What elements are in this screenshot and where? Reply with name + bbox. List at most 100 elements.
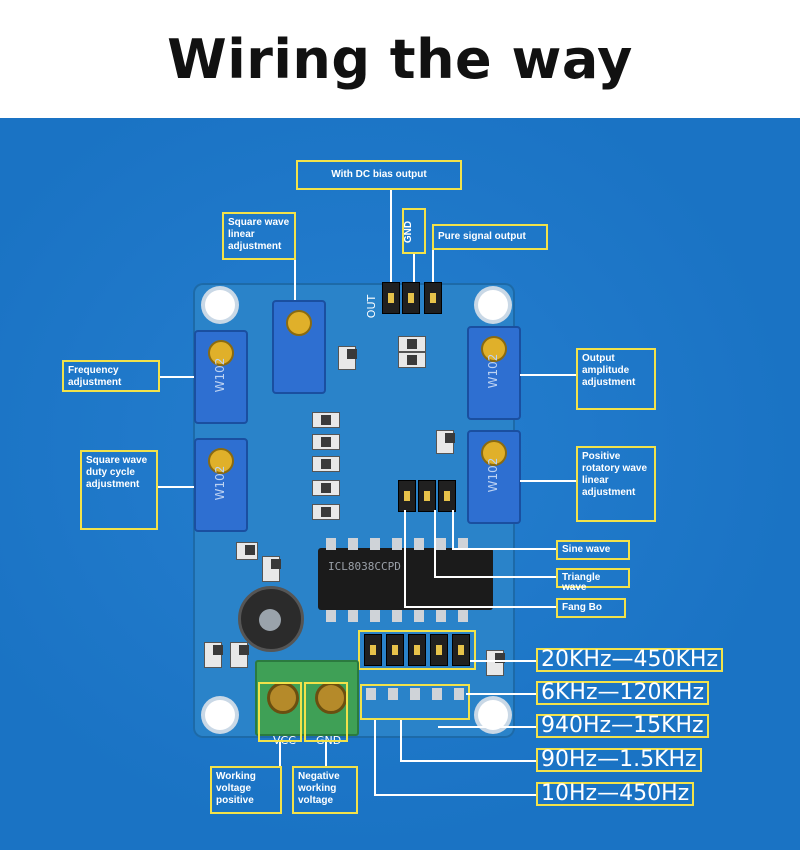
square-linear-label: Square wave linear adjustment <box>222 212 296 260</box>
wave-select-pin <box>418 480 436 512</box>
mount-hole-top-right <box>478 290 508 320</box>
pot-label: W102 <box>213 465 227 501</box>
chip-pin <box>414 610 424 622</box>
negative-working-label: Negative working voltage <box>292 766 358 814</box>
electrolytic-capacitor <box>238 586 304 652</box>
triangle-wave-label: Triangle wave <box>556 568 630 593</box>
smd-component <box>486 650 505 676</box>
freq-jumper <box>452 634 470 666</box>
freq-range-4: 90Hz—1.5KHz <box>536 748 702 772</box>
freq-jumper <box>408 634 426 666</box>
pot-label: W102 <box>486 353 500 389</box>
freq-range-5-vline <box>374 720 376 796</box>
smd-capacitor <box>398 352 426 368</box>
mount-hole-bottom-left <box>205 700 235 730</box>
smd-component <box>204 642 223 668</box>
fangbo-label: Fang Bo <box>556 598 626 618</box>
sine-wave-label: Sine wave <box>556 540 630 560</box>
freq-range-1-line <box>470 660 536 662</box>
freq-jumper-highlight <box>358 630 476 670</box>
smd-resistor <box>312 504 340 520</box>
smd-component <box>230 642 249 668</box>
chip-pin <box>348 538 358 550</box>
smd-component <box>236 542 258 560</box>
frequency-line <box>160 376 194 378</box>
freq-pin <box>388 688 398 700</box>
freq-range-2: 6KHz—120KHz <box>536 681 710 705</box>
screw-icon <box>286 310 312 336</box>
output-amplitude-label: Output amplitude adjustment <box>576 348 656 410</box>
freq-jumper <box>430 634 448 666</box>
chip-pin <box>436 538 446 550</box>
smd-resistor <box>312 480 340 496</box>
pure-signal-line <box>432 250 434 282</box>
positive-rotatory-line <box>520 480 576 482</box>
freq-jumper <box>386 634 404 666</box>
chip-pin <box>392 610 402 622</box>
frequency-pot: W102 <box>194 330 248 424</box>
smd-component <box>338 346 357 370</box>
pot-label: W102 <box>213 357 227 393</box>
pure-signal-label: Pure signal output <box>432 224 548 250</box>
screw-icon <box>481 440 507 466</box>
working-voltage-label: Working voltage positive <box>210 766 282 814</box>
freq-range-3: 940Hz—15KHz <box>536 714 709 738</box>
square-linear-pot <box>272 300 326 394</box>
freq-pin-highlight <box>360 684 470 720</box>
gnd-pin-text: GND <box>403 220 415 244</box>
freq-pin <box>454 688 464 700</box>
smd-resistor <box>312 434 340 450</box>
freq-range-4-vline <box>400 720 402 762</box>
chip-pin <box>458 610 468 622</box>
freq-pin <box>432 688 442 700</box>
freq-range-1: 20KHz—450KHz <box>536 648 724 672</box>
screw-icon <box>481 336 507 362</box>
fangbo-vline <box>404 510 406 608</box>
chip-pin <box>326 610 336 622</box>
rotatory-pot: W102 <box>467 430 521 524</box>
dc-bias-label: With DC bias output <box>296 160 462 190</box>
freq-range-4-line <box>400 760 536 762</box>
triangle-wave-line <box>434 576 556 578</box>
triangle-wave-vline <box>434 510 436 578</box>
gnd-line <box>413 254 415 282</box>
freq-pin <box>366 688 376 700</box>
fangbo-line <box>404 606 556 608</box>
freq-range-5: 10Hz—450Hz <box>536 782 695 806</box>
page-title: Wiring the way <box>167 28 633 91</box>
wave-select-pin <box>398 480 416 512</box>
gnd-pin-label: GND <box>402 208 426 254</box>
vcc-highlight <box>258 682 302 742</box>
freq-range-5-line <box>374 794 536 796</box>
output-amplitude-line <box>520 374 576 376</box>
duty-cycle-pot: W102 <box>194 438 248 532</box>
chip-pin <box>436 610 446 622</box>
chip-pin <box>348 610 358 622</box>
negative-working-line <box>325 742 327 766</box>
dc-bias-line <box>390 190 392 282</box>
chip-pin <box>370 538 380 550</box>
chip-pin <box>326 538 336 550</box>
working-voltage-line <box>279 742 281 766</box>
mount-hole-bottom-right <box>478 700 508 730</box>
freq-range-2-line <box>466 693 536 695</box>
wave-select-pin <box>438 480 456 512</box>
output-pin-3 <box>424 282 442 314</box>
freq-range-3-line <box>438 726 536 728</box>
smd-resistor <box>312 412 340 428</box>
square-duty-label: Square wave duty cycle adjustment <box>80 450 158 530</box>
smd-resistor <box>312 456 340 472</box>
freq-jumper <box>364 634 382 666</box>
smd-component <box>436 430 455 454</box>
sine-wave-line <box>452 548 556 550</box>
out-silkscreen: OUT <box>365 294 379 319</box>
chip-pin <box>458 538 468 550</box>
output-pin-1 <box>382 282 400 314</box>
square-duty-line <box>158 486 194 488</box>
sine-wave-vline <box>452 510 454 550</box>
freq-pin <box>410 688 420 700</box>
frequency-label: Frequency adjustment <box>62 360 160 392</box>
amplitude-pot: W102 <box>467 326 521 420</box>
smd-component <box>262 556 281 582</box>
mount-hole-top-left <box>205 290 235 320</box>
